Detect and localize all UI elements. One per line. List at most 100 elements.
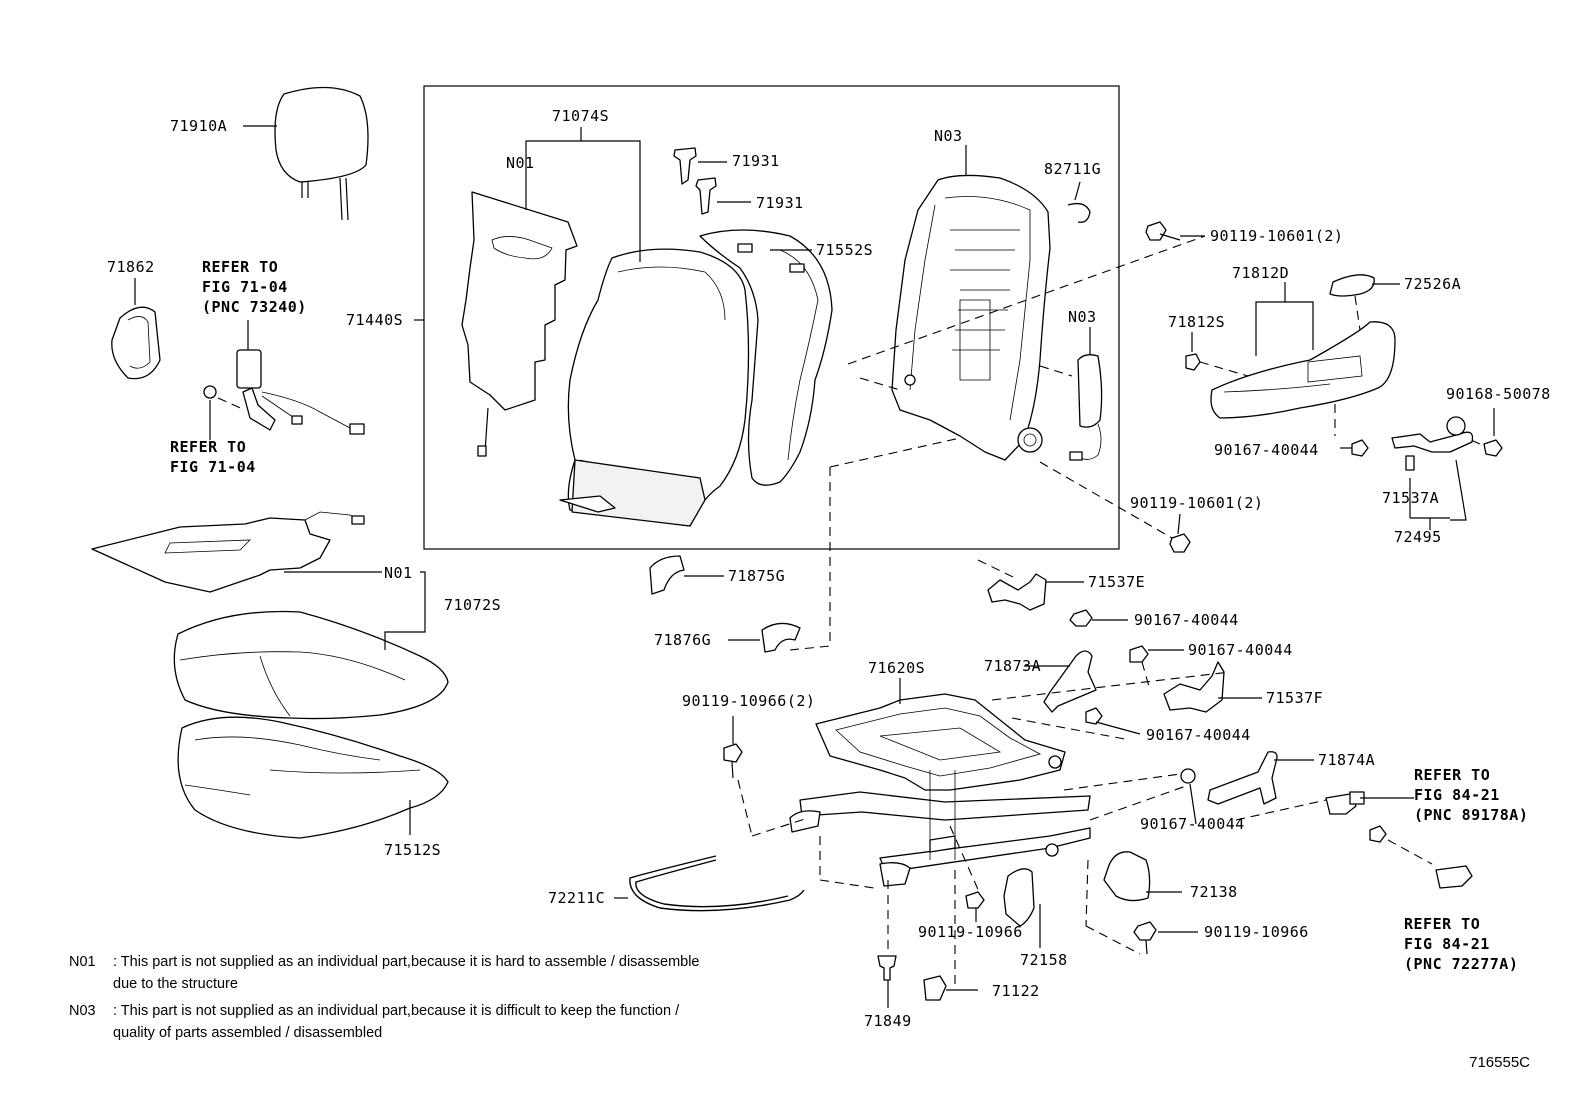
label-N01-box: N01 — [506, 154, 535, 172]
lever-71537A-part — [1391, 416, 1474, 471]
label-71874A: 71874A — [1318, 751, 1375, 769]
note-N03: N03 : This part is not supplied as an ind… — [69, 1000, 679, 1044]
label-refer-3a: REFER TO — [1414, 766, 1490, 784]
label-71849: 71849 — [864, 1012, 912, 1030]
label-N03-frame: N03 — [934, 127, 963, 145]
headrest-part — [274, 86, 369, 221]
label-refer-3c: (PNC 89178A) — [1414, 806, 1528, 824]
cover-72138-part — [1103, 851, 1151, 902]
note-N03-line2: quality of parts assembled / disassemble… — [113, 1025, 383, 1041]
label-71873A: 71873A — [984, 657, 1041, 675]
cushion-mat-part — [91, 511, 365, 593]
label-N01-cushion: N01 — [384, 564, 413, 582]
clip-71849-part — [877, 955, 897, 981]
label-N03-airbag: N03 — [1068, 308, 1097, 326]
label-72526A: 72526A — [1404, 275, 1461, 293]
label-90167-40044-b: 90167-40044 — [1134, 611, 1239, 629]
label-71537F: 71537F — [1266, 689, 1323, 707]
screw-90167-40044-d — [1085, 707, 1103, 725]
note-N01-line1: : This part is not supplied as an indivi… — [113, 954, 700, 970]
label-90119-10601-bottom: 90119-10601(2) — [1130, 494, 1263, 512]
label-90119-10966-2: 90119-10966(2) — [682, 692, 815, 710]
cushion-cover-part — [173, 610, 449, 720]
label-71072S: 71072S — [444, 596, 501, 614]
bezel-71862-part — [111, 306, 161, 380]
cushion-frame-part — [815, 693, 1066, 791]
label-refer-2b: FIG 71-04 — [170, 458, 256, 476]
screw-71812S — [1185, 353, 1201, 371]
label-72211C: 72211C — [548, 889, 605, 907]
screw-90167-40044-right — [1351, 439, 1369, 457]
label-71537E: 71537E — [1088, 573, 1145, 591]
cover-72158-part — [1003, 868, 1035, 927]
label-90167-40044-c: 90167-40044 — [1188, 641, 1293, 659]
label-71512S: 71512S — [384, 841, 441, 859]
label-71620S: 71620S — [868, 659, 925, 677]
label-72495: 72495 — [1394, 528, 1442, 546]
bracket-72277A-part — [1435, 865, 1473, 889]
label-refer-1c: (PNC 73240) — [202, 298, 307, 316]
connector-part — [1325, 791, 1365, 815]
label-71812S: 71812S — [1168, 313, 1225, 331]
label-90119-10966-mid: 90119-10966 — [918, 923, 1023, 941]
label-71074S: 71074S — [552, 107, 609, 125]
label-90119-10601-top: 90119-10601(2) — [1210, 227, 1343, 245]
label-71910A: 71910A — [170, 117, 227, 135]
seatback-pad-part — [699, 229, 833, 486]
screw-90167-40044-c — [1129, 645, 1149, 663]
note-N01-line2: due to the structure — [113, 976, 238, 992]
link-71874A-part — [1180, 751, 1278, 805]
label-refer-1b: FIG 71-04 — [202, 278, 288, 296]
screw-90168-50078 — [1483, 439, 1503, 457]
cover-71876G-part — [761, 622, 801, 653]
note-N03-line1: : This part is not supplied as an indivi… — [113, 1003, 680, 1019]
buckle-part — [203, 320, 365, 435]
bolt-90119-10601-top — [1145, 221, 1181, 241]
label-71122: 71122 — [992, 982, 1040, 1000]
label-90119-10966-right: 90119-10966 — [1204, 923, 1309, 941]
label-refer-2a: REFER TO — [170, 438, 246, 456]
side-airbag-part — [1069, 354, 1103, 461]
clip-82711G-part — [1067, 202, 1091, 223]
label-refer-4c: (PNC 72277A) — [1404, 955, 1518, 973]
label-72158: 72158 — [1020, 951, 1068, 969]
seatback-frame-part — [891, 174, 1051, 461]
label-71537A: 71537A — [1382, 489, 1439, 507]
note-N03-key: N03 — [69, 1003, 96, 1019]
label-refer-1a: REFER TO — [202, 258, 278, 276]
illustration-code: 716555C — [1469, 1054, 1530, 1071]
label-71931-top: 71931 — [732, 152, 780, 170]
clip-71931-parts — [673, 147, 717, 215]
label-refer-4a: REFER TO — [1404, 915, 1480, 933]
bolt-90119-10966-mid — [965, 891, 985, 909]
label-71862: 71862 — [107, 258, 155, 276]
label-refer-4b: FIG 84-21 — [1404, 935, 1490, 953]
label-90168-50078: 90168-50078 — [1446, 385, 1551, 403]
label-82711G: 82711G — [1044, 160, 1101, 178]
label-72138: 72138 — [1190, 883, 1238, 901]
label-71440S: 71440S — [346, 311, 403, 329]
label-refer-3b: FIG 84-21 — [1414, 786, 1500, 804]
bolt-90119-10966-left — [723, 743, 743, 779]
seat-track-part — [789, 770, 1091, 887]
bolt-90119-10601-bottom — [1169, 513, 1191, 553]
bracket-71537E-part — [987, 573, 1047, 611]
label-71875G: 71875G — [728, 567, 785, 585]
clip-71122-part — [923, 975, 947, 1001]
label-71931-bottom: 71931 — [756, 194, 804, 212]
label-90167-40044-d: 90167-40044 — [1146, 726, 1251, 744]
bolt-90119-10966-right — [1133, 921, 1157, 955]
screw-connector — [1369, 825, 1387, 843]
note-N01: N01: This part is not supplied as an ind… — [69, 951, 700, 995]
label-90167-40044-e: 90167-40044 — [1140, 815, 1245, 833]
label-71876G: 71876G — [654, 631, 711, 649]
screw-90167-40044-b — [1069, 609, 1093, 627]
label-71812D: 71812D — [1232, 264, 1289, 282]
label-90167-40044-a: 90167-40044 — [1214, 441, 1319, 459]
label-71552S: 71552S — [816, 241, 873, 259]
cover-71875G-part — [649, 555, 685, 595]
bracket-71537F-part — [1163, 661, 1225, 713]
seatback-assembly-box — [423, 85, 1120, 550]
link-71873A-part — [1043, 650, 1097, 713]
